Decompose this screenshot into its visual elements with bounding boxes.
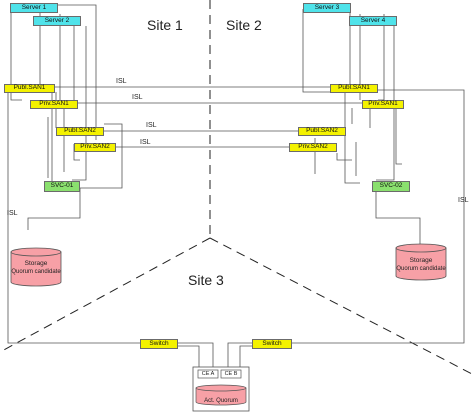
ce-b-label: CE B (224, 371, 238, 377)
server2-box: Server 2 (33, 16, 81, 26)
priv-san1-site1: Priv.SAN1 (30, 100, 78, 109)
server1-box: Server 1 (10, 3, 58, 13)
server4-box: Server 4 (349, 16, 397, 26)
svc-01-box: SVC-01 (44, 181, 80, 192)
storage-site1 (10, 247, 62, 287)
publ-san2-site2: Publ.SAN2 (298, 127, 346, 136)
storage-site1-title: Storage (24, 260, 48, 267)
storage-site2-title: Storage (409, 257, 433, 264)
publ-san1-site2: Publ.SAN1 (330, 84, 378, 93)
isl-label-mid1: ISL (146, 122, 157, 129)
svc-02-box: SVC-02 (372, 181, 410, 192)
storage-site1-subtitle: Quorum candidate (11, 269, 61, 275)
switch-left-box: Switch (140, 339, 178, 349)
isl-label-right: ISL (458, 197, 469, 204)
isl-label-top1: ISL (116, 78, 127, 85)
divider-site3-right (209, 237, 474, 376)
site1-label: Site 1 (147, 17, 183, 33)
isl-label-mid2: ISL (140, 139, 151, 146)
isl-label-left: ISL (7, 210, 18, 217)
site2-label: Site 2 (226, 17, 262, 33)
act-quorum-label: Act. Quorum (204, 398, 238, 404)
ce-a-label: CE A (201, 371, 215, 377)
priv-san1-site2: Priv.SAN1 (362, 100, 404, 109)
publ-san2-site1: Publ.SAN2 (56, 127, 104, 136)
site3-label: Site 3 (188, 272, 224, 288)
server3-box: Server 3 (303, 3, 351, 13)
priv-san2-site1: Priv.SAN2 (74, 143, 116, 152)
storage-site2-subtitle: Quorum candidate (396, 266, 446, 272)
publ-san1-site1: Publ.SAN1 (4, 84, 55, 93)
priv-san2-site2: Priv.SAN2 (289, 143, 337, 152)
divider-site3-left (0, 237, 211, 353)
isl-label-top2: ISL (132, 94, 143, 101)
storage-site2 (395, 243, 447, 281)
switch-right-box: Switch (252, 339, 292, 349)
